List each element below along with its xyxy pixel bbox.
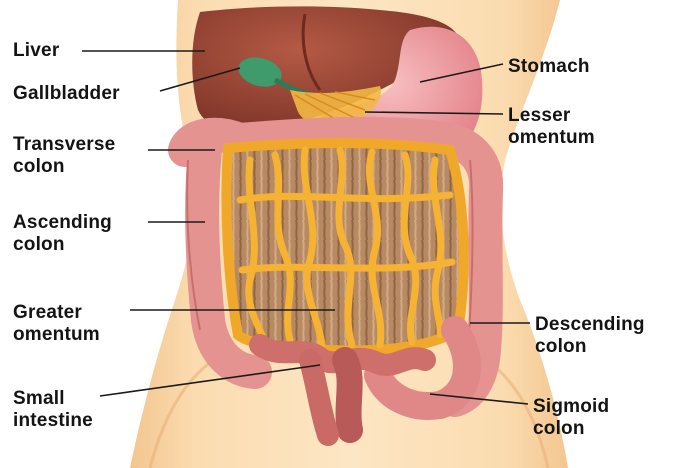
label-greater-omentum: Greater omentum [13, 302, 100, 346]
label-liver: Liver [13, 40, 59, 62]
label-sigmoid-colon: Sigmoid colon [533, 396, 609, 440]
label-stomach: Stomach [508, 56, 590, 78]
label-small-intestine: Small intestine [13, 388, 93, 432]
label-ascending-colon: Ascending colon [13, 212, 112, 256]
label-transverse-colon: Transverse colon [13, 134, 115, 178]
label-descending-colon: Descending colon [535, 314, 645, 358]
label-gallbladder: Gallbladder [13, 83, 120, 105]
label-lesser-omentum: Lesser omentum [508, 105, 595, 149]
greater-omentum [226, 143, 463, 350]
